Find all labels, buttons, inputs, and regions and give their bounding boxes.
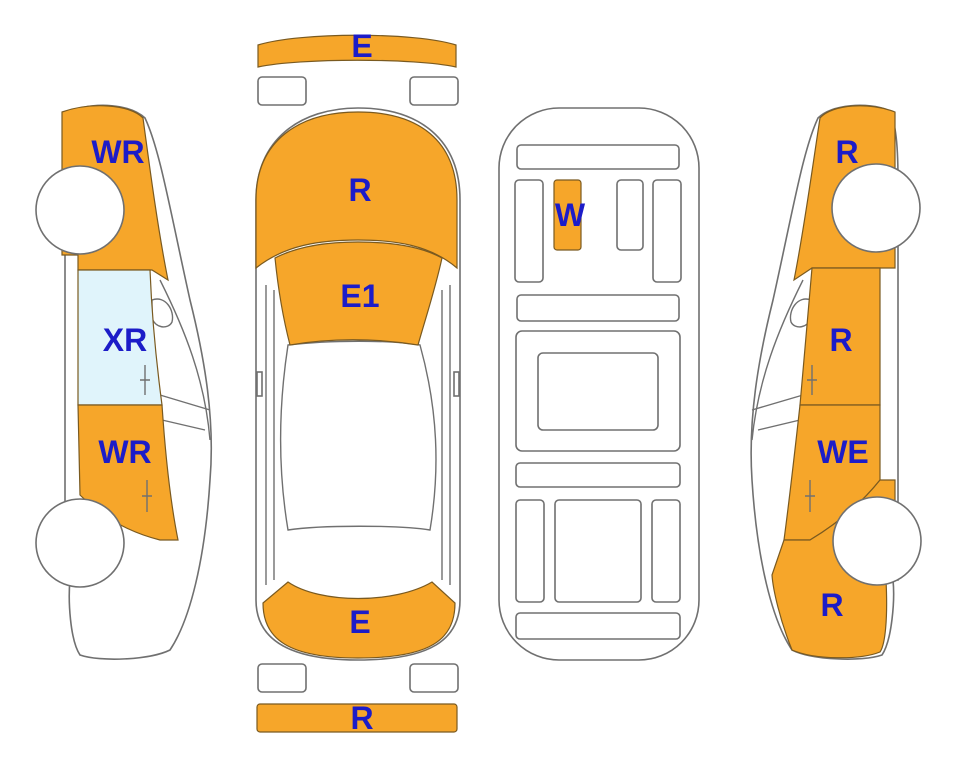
left-front-window-code: XR xyxy=(103,322,147,358)
underbody-front-right-rail xyxy=(652,179,682,283)
left-front-door-handle xyxy=(140,365,152,512)
underbody-front-center-block xyxy=(616,179,644,251)
windshield-panel[interactable] xyxy=(274,241,443,346)
hood-code: R xyxy=(348,172,371,208)
right-side-roof-line xyxy=(751,279,804,441)
rear-right-taillight xyxy=(409,663,459,693)
trunk-code: E xyxy=(349,604,370,640)
right-side-view: R R WE R xyxy=(750,104,922,660)
right-front-wheel xyxy=(831,163,921,253)
left-side-roof-line xyxy=(159,279,211,441)
front-left-headlight xyxy=(257,76,307,106)
top-view-left-rail xyxy=(265,285,275,585)
underbody-rear-crossmember xyxy=(515,462,681,488)
left-side-view: WR XR WR xyxy=(35,104,213,660)
top-view: E R E1 E R xyxy=(255,28,461,736)
left-rear-wheel xyxy=(35,498,125,588)
floor-panel-code: W xyxy=(555,197,586,233)
left-front-fender-code: WR xyxy=(91,134,144,170)
right-front-fender-code: R xyxy=(835,134,858,170)
rear-left-taillight xyxy=(257,663,307,693)
right-front-door-code: R xyxy=(829,322,852,358)
front-bumper-panel[interactable] xyxy=(257,34,457,68)
front-right-headlight xyxy=(409,76,459,106)
underbody-rear-right-rail xyxy=(651,499,681,603)
hood-panel[interactable] xyxy=(255,111,458,270)
underbody-view: W xyxy=(498,107,700,661)
top-view-right-mirror xyxy=(453,371,460,397)
underbody-rear-bumper-beam xyxy=(515,612,681,640)
front-bumper-code: E xyxy=(351,28,372,64)
right-side-rear-window-line xyxy=(751,394,804,431)
underbody-front-left-rail xyxy=(514,179,544,283)
underbody-rear-left-rail xyxy=(515,499,545,603)
trunk-panel[interactable] xyxy=(262,581,456,659)
right-door-handles xyxy=(805,365,817,512)
right-rear-quarter-code: R xyxy=(820,587,843,623)
left-front-door-code: WR xyxy=(98,434,151,470)
rear-bumper-panel[interactable] xyxy=(256,703,458,733)
rear-bumper-code: R xyxy=(350,700,373,736)
underbody-floor-inner xyxy=(537,352,659,431)
windshield-code: E1 xyxy=(340,278,379,314)
top-view-right-rail xyxy=(441,285,451,585)
underbody-mid-crossmember xyxy=(516,294,680,322)
right-rear-door-code: WE xyxy=(817,434,869,470)
left-side-rear-window-line xyxy=(159,394,211,431)
underbody-front-crossmember xyxy=(516,144,680,170)
left-side-mirror xyxy=(151,298,174,328)
top-view-left-mirror xyxy=(256,371,263,397)
right-rear-wheel xyxy=(832,496,922,586)
floor-panel[interactable] xyxy=(553,179,582,251)
underbody-rear-center xyxy=(554,499,642,603)
left-front-wheel xyxy=(35,165,125,255)
